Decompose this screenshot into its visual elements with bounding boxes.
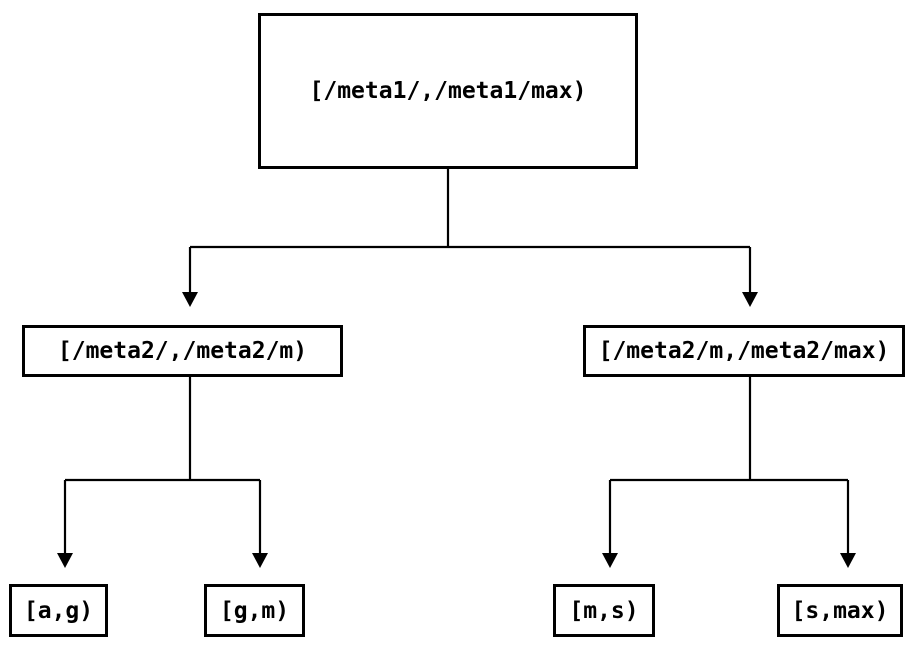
- edge-right-subtree: [608, 376, 850, 554]
- arrowhead-to-left-node: [182, 292, 198, 307]
- connector-lines: [63, 168, 850, 554]
- node-leaf-gm-label: [g,m): [219, 597, 290, 624]
- node-meta2-right: [/meta2/m,/meta2/max): [583, 325, 905, 377]
- node-meta2-left: [/meta2/,/meta2/m): [22, 325, 343, 377]
- edge-root-stem: [188, 168, 752, 293]
- node-meta2-left-label: [/meta2/,/meta2/m): [57, 338, 308, 364]
- node-root-label: [/meta1/,/meta1/max): [309, 78, 587, 104]
- node-leaf-smax-label: [s,max): [791, 597, 889, 624]
- node-meta2-right-label: [/meta2/m,/meta2/max): [598, 338, 890, 364]
- arrowhead-to-leaf-smax: [840, 553, 856, 568]
- node-leaf-ms: [m,s): [553, 584, 655, 637]
- edge-left-subtree: [63, 376, 262, 554]
- arrowhead-to-leaf-ms: [602, 553, 618, 568]
- arrowhead-to-leaf-gm: [252, 553, 268, 568]
- arrowheads: [57, 292, 856, 568]
- node-leaf-ag: [a,g): [9, 584, 108, 637]
- arrowhead-to-right-node: [742, 292, 758, 307]
- node-leaf-smax: [s,max): [777, 584, 903, 637]
- node-leaf-gm: [g,m): [204, 584, 305, 637]
- node-root: [/meta1/,/meta1/max): [258, 13, 638, 169]
- arrowhead-to-leaf-ag: [57, 553, 73, 568]
- node-leaf-ag-label: [a,g): [23, 597, 94, 624]
- node-leaf-ms-label: [m,s): [569, 597, 639, 624]
